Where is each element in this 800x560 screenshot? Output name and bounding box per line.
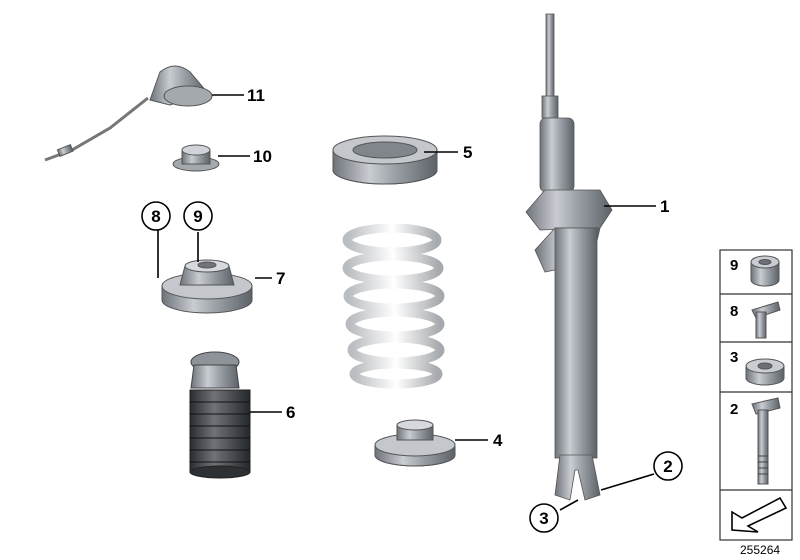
callout-1: 1	[660, 197, 669, 216]
callout-6: 6	[286, 403, 295, 422]
fastener-legend: 9 8 3 2	[719, 249, 793, 541]
callout-7: 7	[276, 269, 285, 288]
strut-part	[525, 13, 613, 501]
document-number: 255264	[740, 543, 780, 557]
callout-8-circle: 8	[141, 201, 171, 231]
callout-3-circle: 3	[529, 503, 559, 533]
callout-2: 2	[663, 457, 672, 476]
callout-11: 11	[247, 86, 265, 105]
spring-pad-part	[374, 419, 456, 467]
sensor-part	[44, 65, 213, 162]
bump-stop-part	[189, 351, 251, 479]
callout-4: 4	[493, 431, 503, 450]
callout-3: 3	[539, 509, 548, 528]
legend-label-2: 2	[730, 401, 738, 418]
callout-5: 5	[463, 143, 472, 162]
callout-2-circle: 2	[653, 451, 683, 481]
nut-icon	[750, 255, 780, 287]
hex-nut-icon	[745, 358, 785, 386]
arrow-icon	[731, 496, 788, 533]
callout-10: 10	[253, 147, 272, 166]
upper-mount-part	[161, 259, 253, 314]
coil-spring-part	[342, 223, 445, 389]
callout-8: 8	[151, 207, 160, 226]
long-bolt-icon	[751, 397, 781, 485]
flange-bolt-icon	[751, 301, 781, 339]
callout-9-circle: 9	[183, 201, 213, 231]
legend-label-9: 9	[730, 257, 738, 274]
leader-lines	[157, 94, 656, 511]
bearing-part	[172, 144, 220, 172]
legend-label-3: 3	[730, 349, 738, 366]
callout-9: 9	[193, 207, 202, 226]
strut-mount-part	[332, 135, 438, 185]
legend-label-8: 8	[730, 303, 738, 320]
